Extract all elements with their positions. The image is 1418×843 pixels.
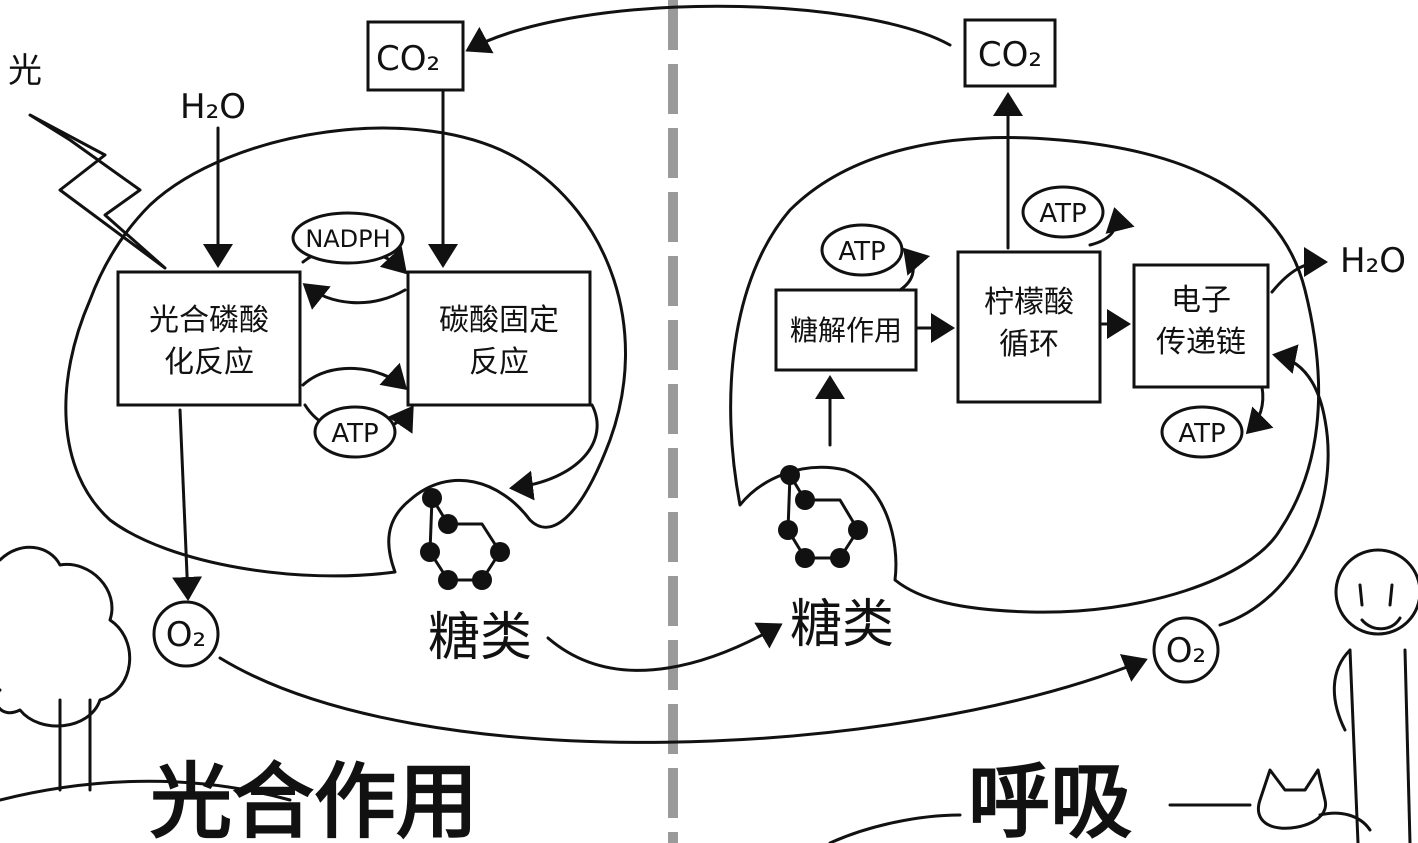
electron-chain-label-line1: 电子 <box>1171 283 1231 318</box>
chloroplast-outline <box>64 126 628 578</box>
h2o-output-label: H₂O <box>1340 241 1406 281</box>
photophos-label-line2: 化反应 <box>164 345 254 380</box>
o2-bubble-right <box>1152 616 1220 684</box>
co2-label-right: CO₂ <box>978 35 1042 75</box>
nadph-arrow-bottom <box>302 283 407 310</box>
sugar-label-right: 糖类 <box>790 595 894 655</box>
lightning-icon <box>28 113 167 270</box>
glycolysis-box <box>774 288 918 372</box>
light-label: 光 <box>8 51 42 91</box>
glycolysis-label: 糖解作用 <box>790 314 902 347</box>
carbon-fixation-label-line2: 反应 <box>469 345 529 380</box>
co2-box-right <box>963 18 1057 88</box>
o2-bubble-left <box>152 600 220 668</box>
sugar-molecule-right <box>778 465 868 568</box>
nadph-bubble <box>291 211 405 265</box>
nadph-label: NADPH <box>305 225 390 253</box>
atp-label-glycolysis: ATP <box>838 237 885 267</box>
atp-bubble-glycolysis <box>820 223 904 277</box>
citric-label-line1: 柠檬酸 <box>984 285 1074 320</box>
atp-curl-citric <box>1088 207 1135 247</box>
carbon-fixation-label-line1: 碳酸固定 <box>439 303 559 338</box>
mitochondrion-outline <box>729 136 1321 614</box>
citric-cycle-box <box>956 250 1102 404</box>
tree-illustration <box>0 545 292 802</box>
person-illustration <box>1332 548 1418 843</box>
atp-label-chain: ATP <box>1178 419 1225 449</box>
carbon-fixation-box <box>406 270 592 407</box>
citric-label-line2: 循环 <box>999 327 1059 362</box>
h2o-input-label: H₂O <box>180 87 246 127</box>
atp-label-citric: ATP <box>1039 199 1086 229</box>
atp-curl-glycolysis <box>898 247 931 292</box>
o2-output-arrow <box>172 408 203 601</box>
respiration-ground-line <box>828 813 962 843</box>
respiration-title: 呼吸 <box>968 755 1132 843</box>
sugar-label-left: 糖类 <box>428 608 532 668</box>
co2-label-left: CO₂ <box>376 39 440 79</box>
atp-curl-chain <box>1245 385 1274 435</box>
co2-box-left <box>366 20 465 92</box>
o2-transfer-arrow <box>218 654 1148 744</box>
atp-bubble-chain <box>1160 405 1244 459</box>
photophosphorylation-box <box>116 270 302 407</box>
sugar-transfer-arrow <box>546 622 783 672</box>
cat-illustration <box>1256 768 1372 832</box>
atp-bubble-citric <box>1021 185 1105 239</box>
co2-cycle-arrow <box>465 4 952 54</box>
electron-chain-box <box>1132 263 1270 389</box>
atp-label-left: ATP <box>331 419 378 449</box>
h2o-output-arrow <box>1270 247 1328 294</box>
electron-chain-label-line2: 传递链 <box>1156 325 1246 360</box>
photophos-label-line1: 光合磷酸 <box>149 303 269 338</box>
sugar-molecule-left <box>420 488 510 590</box>
atp-arrow-bottom <box>301 362 408 391</box>
fixation-to-sugar-arrow <box>509 403 599 501</box>
o2-to-chain-arrow <box>1218 344 1330 627</box>
photosynthesis-title: 光合作用 <box>150 755 478 843</box>
o2-label-left: O₂ <box>166 615 206 655</box>
o2-label-right: O₂ <box>1166 631 1206 671</box>
atp-bubble-left <box>313 405 397 459</box>
